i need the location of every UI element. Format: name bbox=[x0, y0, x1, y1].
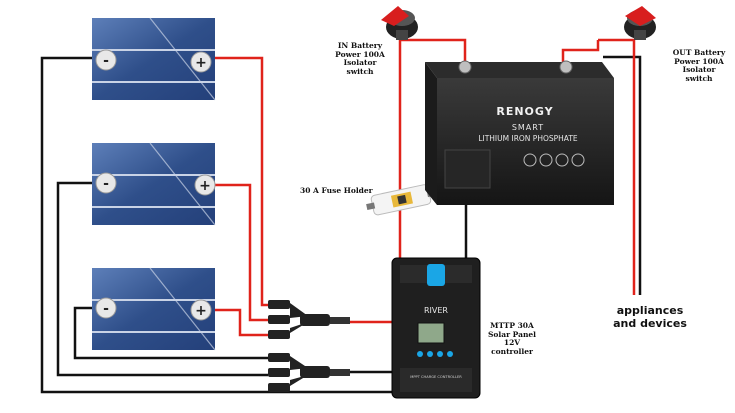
panel-1-neg: - bbox=[103, 53, 109, 69]
panel-2-pos: + bbox=[199, 178, 211, 194]
appliances-label: appliances and devices bbox=[613, 304, 687, 330]
fuse-holder-label: 30 A Fuse Holder bbox=[300, 186, 373, 195]
in-isolator-switch bbox=[381, 6, 418, 40]
panel-3-pos: + bbox=[195, 303, 207, 319]
charge-controller: RIVER MPPT CHARGE CONTROLLER bbox=[391, 257, 481, 399]
negative-wires bbox=[40, 55, 642, 394]
controller-model: RIVER bbox=[424, 306, 448, 315]
controller-footer: MPPT CHARGE CONTROLLER bbox=[410, 375, 462, 379]
out-switch-label: OUT Battery Power 100A Isolator switch bbox=[672, 48, 726, 83]
mc4-connector-positive bbox=[268, 300, 350, 339]
battery: RENOGY SMART LITHIUM IRON PHOSPHATE bbox=[425, 60, 614, 205]
battery-brand: RENOGY bbox=[496, 105, 553, 118]
mc4-connector-negative bbox=[268, 353, 350, 392]
out-isolator-switch bbox=[624, 6, 656, 40]
battery-line1: SMART bbox=[512, 123, 544, 132]
panel-3-neg: - bbox=[103, 301, 109, 317]
panel-terminals: - + - + - + bbox=[95, 49, 216, 321]
battery-line2: LITHIUM IRON PHOSPHATE bbox=[478, 134, 578, 143]
panel-1-pos: + bbox=[195, 55, 207, 71]
panel-2-neg: - bbox=[103, 176, 109, 192]
controller-label: MTTP 30A Solar Panel 12V controller bbox=[487, 321, 537, 356]
in-switch-label: IN Battery Power 100A Isolator switch bbox=[335, 41, 385, 76]
